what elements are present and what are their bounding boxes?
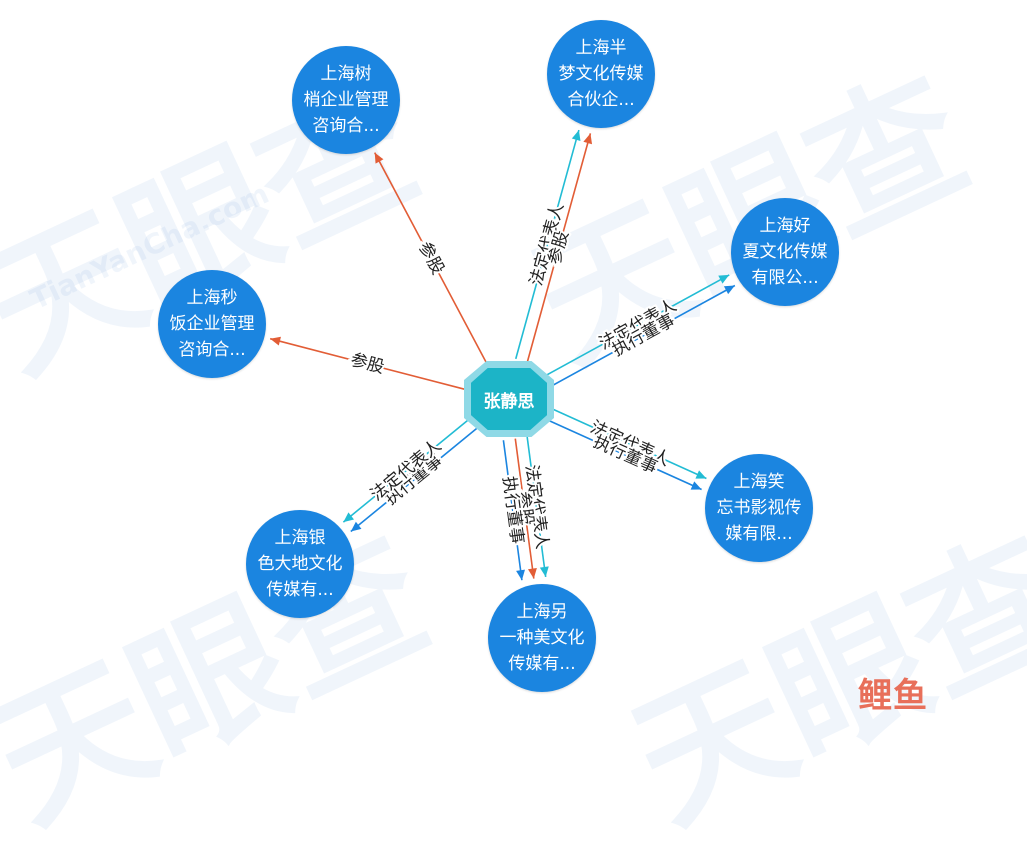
relation-edge-line xyxy=(548,419,702,491)
relation-edge-line xyxy=(526,133,592,363)
company-name-line: 上海笑 xyxy=(733,472,785,492)
company-name-line: 合伙企... xyxy=(567,90,635,110)
relation-arrowhead xyxy=(690,481,702,490)
relation-arrowhead xyxy=(343,512,355,523)
center-person-node[interactable]: 张静思 xyxy=(464,361,554,437)
company-node-n7[interactable]: 上海另 一种美文化 传媒有... xyxy=(488,584,596,692)
company-name-line: 一种美文化 xyxy=(499,628,585,648)
relation-arrowhead xyxy=(539,566,549,577)
relation-arrowhead xyxy=(583,133,593,145)
relation-edge-line xyxy=(553,408,707,480)
relation-edge-line xyxy=(269,337,465,390)
company-node-n3[interactable]: 上海好 夏文化传媒 有限公... xyxy=(731,198,839,306)
company-name-line: 传媒有... xyxy=(508,654,576,674)
relation-arrowhead xyxy=(270,336,281,346)
company-name-line: 夏文化传媒 xyxy=(742,242,828,262)
relation-edge-line xyxy=(552,284,736,387)
company-name-line: 传媒有... xyxy=(266,580,334,600)
company-node-n5[interactable]: 上海笑 忘书影视传 媒有限... xyxy=(705,454,813,562)
relation-edge-line xyxy=(502,440,523,581)
company-name-line: 上海银 xyxy=(274,528,326,548)
company-node-n2[interactable]: 上海半 梦文化传媒 合伙企... xyxy=(547,20,655,128)
relation-edge-line xyxy=(546,274,730,376)
relation-arrowhead xyxy=(527,568,537,579)
company-node-n6[interactable]: 上海银 色大地文化 传媒有... xyxy=(246,510,354,618)
company-node-n1[interactable]: 上海树 梢企业管理 咨询合... xyxy=(292,46,400,154)
relation-arrowhead xyxy=(723,285,735,295)
company-name-line: 梢企业管理 xyxy=(303,90,389,110)
edge-layer: 参股法定代表人参股法定代表人执行董事参股法定代表人执行董事执行董事法定代表人法定… xyxy=(269,129,736,581)
company-name-line: 色大地文化 xyxy=(257,554,343,574)
relation-edge-line xyxy=(350,427,478,533)
company-name-line: 饭企业管理 xyxy=(169,314,255,334)
company-name-line: 上海半 xyxy=(575,38,627,58)
company-name-line: 咨询合... xyxy=(312,116,380,136)
relation-edge-line xyxy=(514,438,535,579)
company-name-line: 上海秒 xyxy=(186,288,238,308)
company-name-line: 上海好 xyxy=(759,216,811,236)
center-core xyxy=(471,368,547,430)
relation-edge-line xyxy=(526,436,547,578)
brand-logo: 鲤鱼 xyxy=(858,676,928,716)
relation-edge-line xyxy=(514,129,580,360)
relation-arrowhead xyxy=(571,130,581,141)
company-name-line: 梦文化传媒 xyxy=(558,64,644,84)
center-person-name: 张静思 xyxy=(483,391,535,412)
company-name-line: 上海另 xyxy=(516,602,568,622)
company-name-line: 上海树 xyxy=(320,64,372,84)
relation-arrowhead xyxy=(374,152,384,164)
relation-edge-line xyxy=(342,418,470,523)
relation-arrowhead xyxy=(718,274,730,284)
relation-arrowhead xyxy=(516,569,525,581)
relation-arrowhead xyxy=(350,521,362,532)
company-name-line: 忘书影视传 xyxy=(716,498,802,518)
company-name-line: 咨询合... xyxy=(178,340,246,360)
company-node-n4[interactable]: 上海秒 饭企业管理 咨询合... xyxy=(158,270,266,378)
company-name-line: 媒有限... xyxy=(725,524,793,544)
relation-edge-label: 参股 xyxy=(414,239,448,278)
relation-edge-label: 执行董事 xyxy=(498,475,527,545)
company-name-line: 有限公... xyxy=(751,268,819,288)
relation-edge-label: 参股 xyxy=(348,350,386,378)
relation-arrowhead xyxy=(695,470,707,479)
relation-edge-line xyxy=(374,152,488,365)
relationship-graph: 天眼查 TianYanCha.com 天眼查 天眼查 天眼查 参股法定代表人参股… xyxy=(0,20,1027,855)
